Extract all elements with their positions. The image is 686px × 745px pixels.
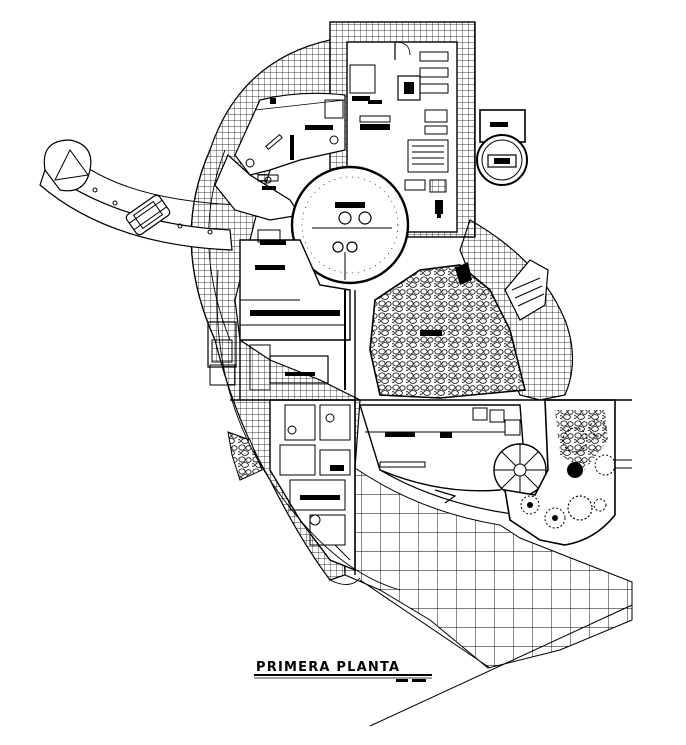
radial-rooms-upper-left bbox=[214, 92, 346, 221]
title-underline bbox=[254, 674, 432, 682]
circular-kiosk bbox=[476, 109, 528, 186]
structural-lines bbox=[216, 269, 633, 727]
curved-ramp bbox=[39, 139, 241, 251]
left-wedge-offices bbox=[207, 229, 351, 400]
stone-garden bbox=[369, 259, 549, 399]
drawing-title: PRIMERA PLANTA bbox=[256, 660, 401, 675]
drawing-title-block: PRIMERA PLANTA bbox=[250, 658, 436, 686]
plaza-large-tile-area bbox=[339, 467, 633, 669]
circular-lobby bbox=[290, 165, 410, 285]
lower-hall bbox=[359, 404, 526, 504]
landscaped-garden bbox=[504, 399, 632, 546]
